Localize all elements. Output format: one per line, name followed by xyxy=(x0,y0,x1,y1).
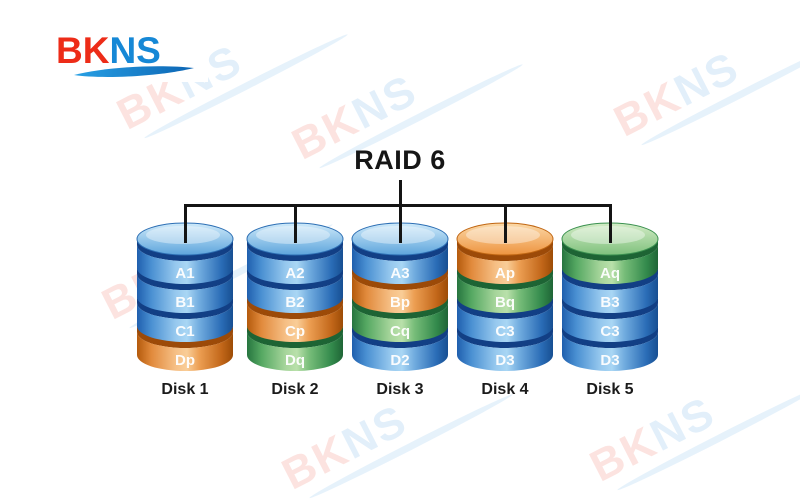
segment-face xyxy=(562,245,658,285)
disk-5: Aq B3 C3 D3 Disk 5 xyxy=(555,215,665,399)
segment-face xyxy=(457,274,553,314)
disk-5-cylinder: Aq B3 C3 D3 xyxy=(561,222,659,371)
segment-label: Cp xyxy=(285,323,305,340)
disk-cap-highlight xyxy=(466,226,540,244)
watermark-ns-text: NS xyxy=(344,65,425,139)
segment-label: B3 xyxy=(600,294,619,311)
segment-label: B1 xyxy=(175,294,194,311)
segment-label: C3 xyxy=(495,323,514,340)
segment-face xyxy=(457,245,553,285)
segment-face xyxy=(562,274,658,314)
diagram-title: RAID 6 xyxy=(354,145,446,175)
segment-rim xyxy=(352,326,448,348)
watermark-ns-text: NS xyxy=(334,395,415,469)
segment-face xyxy=(352,274,448,314)
segment-rim xyxy=(457,297,553,319)
watermark-ns-text: NS xyxy=(666,42,747,116)
segment-label: Dq xyxy=(285,352,305,369)
segment-rim xyxy=(247,326,343,348)
watermark-bk-text: BK xyxy=(606,72,689,147)
segment-label: Aq xyxy=(600,265,620,282)
segment-face xyxy=(137,332,233,371)
segment-rim xyxy=(562,297,658,319)
connector-stem-disk4 xyxy=(504,204,507,243)
connector-stem-disk1 xyxy=(184,204,187,243)
segment-label: C3 xyxy=(600,323,619,340)
segment-label: D3 xyxy=(600,352,619,369)
disk-2-label: Disk 2 xyxy=(271,381,319,398)
disk-4: Ap Bq C3 D3 Disk 4 xyxy=(450,215,560,399)
segment-label: Dp xyxy=(175,352,195,369)
watermark-bk-text: BK xyxy=(274,425,357,500)
segment-face xyxy=(562,332,658,371)
watermark-tile: BKNS xyxy=(606,0,800,156)
segment-face xyxy=(247,274,343,314)
segment-rim xyxy=(352,268,448,290)
disk-4-label: Disk 4 xyxy=(481,381,529,398)
segment-label: Cq xyxy=(390,323,410,340)
bkns-logo-text: BKNS xyxy=(56,32,198,69)
logo-ns-text: NS xyxy=(109,30,161,71)
watermark-swoosh xyxy=(307,391,515,500)
segment-label: Bq xyxy=(495,294,515,311)
segment-rim xyxy=(352,297,448,319)
segment-face xyxy=(457,303,553,343)
watermark-swoosh xyxy=(615,383,800,494)
segment-rim xyxy=(562,326,658,348)
segment-rim xyxy=(457,268,553,290)
segment-rim xyxy=(137,297,233,319)
segment-face xyxy=(247,332,343,371)
disk-cap-highlight xyxy=(146,226,220,244)
segment-label: D3 xyxy=(495,352,514,369)
segment-label: D2 xyxy=(390,352,409,369)
segment-label: A2 xyxy=(285,265,304,282)
segment-face xyxy=(137,245,233,285)
connector-stem-disk2 xyxy=(294,204,297,243)
segment-face xyxy=(137,274,233,314)
connector-horizontal-line xyxy=(185,204,610,207)
segment-label: B2 xyxy=(285,294,304,311)
segment-face xyxy=(457,332,553,371)
segment-rim xyxy=(137,268,233,290)
segment-face xyxy=(247,303,343,343)
segment-label: A3 xyxy=(390,265,409,282)
disk-cap-highlight xyxy=(361,226,435,244)
segment-label: C1 xyxy=(175,323,194,340)
segment-rim xyxy=(457,239,553,261)
segment-face xyxy=(352,332,448,371)
segment-label: Ap xyxy=(495,265,515,282)
segment-face xyxy=(352,303,448,343)
segment-face xyxy=(137,303,233,343)
connector-stem-disk3 xyxy=(399,180,402,243)
disk-3-cylinder: A3 Bp Cq D2 xyxy=(351,222,449,371)
disk-3: A3 Bp Cq D2 Disk 3 xyxy=(345,215,455,399)
disk-cap-highlight xyxy=(256,226,330,244)
segment-rim xyxy=(137,326,233,348)
logo-bk-text: BK xyxy=(56,30,110,71)
connector-stem-disk5 xyxy=(609,204,612,243)
segment-rim xyxy=(247,297,343,319)
bkns-logo: BKNS xyxy=(50,28,208,82)
disk-1-label: Disk 1 xyxy=(161,381,209,398)
segment-face xyxy=(352,245,448,285)
segment-rim xyxy=(562,239,658,261)
disk-4-cylinder: Ap Bq C3 D3 xyxy=(456,222,554,371)
watermark-swoosh xyxy=(639,38,800,149)
disk-3-label: Disk 3 xyxy=(376,381,424,398)
segment-rim xyxy=(137,239,233,261)
logo-swoosh-icon xyxy=(74,66,194,77)
segment-face xyxy=(247,245,343,285)
segment-rim xyxy=(247,239,343,261)
disk-5-label: Disk 5 xyxy=(586,381,634,398)
disk-cap-highlight xyxy=(571,226,645,244)
segment-rim xyxy=(247,268,343,290)
watermark-bk-text: BK xyxy=(582,417,665,492)
segment-rim xyxy=(457,326,553,348)
segment-rim xyxy=(352,239,448,261)
segment-rim xyxy=(562,268,658,290)
segment-face xyxy=(562,303,658,343)
segment-label: Bp xyxy=(390,294,410,311)
segment-label: A1 xyxy=(175,265,194,282)
